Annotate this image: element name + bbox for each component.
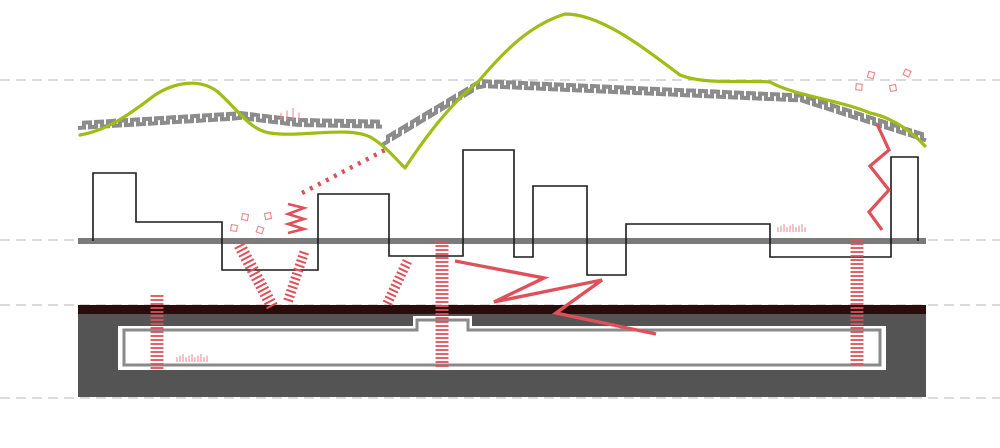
building-profile-outline [92, 149, 919, 276]
pink-ticks-top [280, 108, 300, 120]
pink-square-marker [229, 223, 239, 233]
pink-square-marker [866, 70, 876, 80]
pink-square-marker [855, 83, 863, 91]
zigzag-terrain-left [77, 110, 382, 130]
red-right-zigzag [866, 123, 892, 231]
red-hatched-shaft [850, 239, 864, 365]
dark-band [78, 305, 926, 314]
red-dotted-line [300, 148, 387, 195]
red-hatched-shaft [382, 258, 412, 306]
pink-ticks-foundation [176, 354, 208, 362]
red-hatched-shaft [150, 295, 164, 369]
ground-strip [78, 238, 926, 244]
green-landscape-curve [78, 12, 927, 170]
pink-square-marker [263, 211, 273, 221]
foundation-block [78, 312, 926, 397]
red-hatched-shaft [435, 241, 449, 367]
red-long-zigzag [454, 259, 657, 336]
red-hatched-shaft [283, 250, 310, 303]
pink-square-marker [902, 68, 912, 78]
foundation-inner-rim [122, 318, 882, 367]
red-hatched-shaft [234, 242, 278, 310]
pink-square-marker [255, 225, 265, 235]
zigzag-terrain-right [380, 78, 927, 147]
pink-square-markers [229, 68, 912, 235]
red-hatched-shafts [150, 239, 864, 369]
pink-square-marker [240, 212, 250, 222]
pink-square-marker [888, 83, 898, 93]
red-small-zigzag [283, 202, 309, 235]
pink-ticks-right [777, 224, 806, 232]
pink-tick-marks [176, 108, 806, 362]
